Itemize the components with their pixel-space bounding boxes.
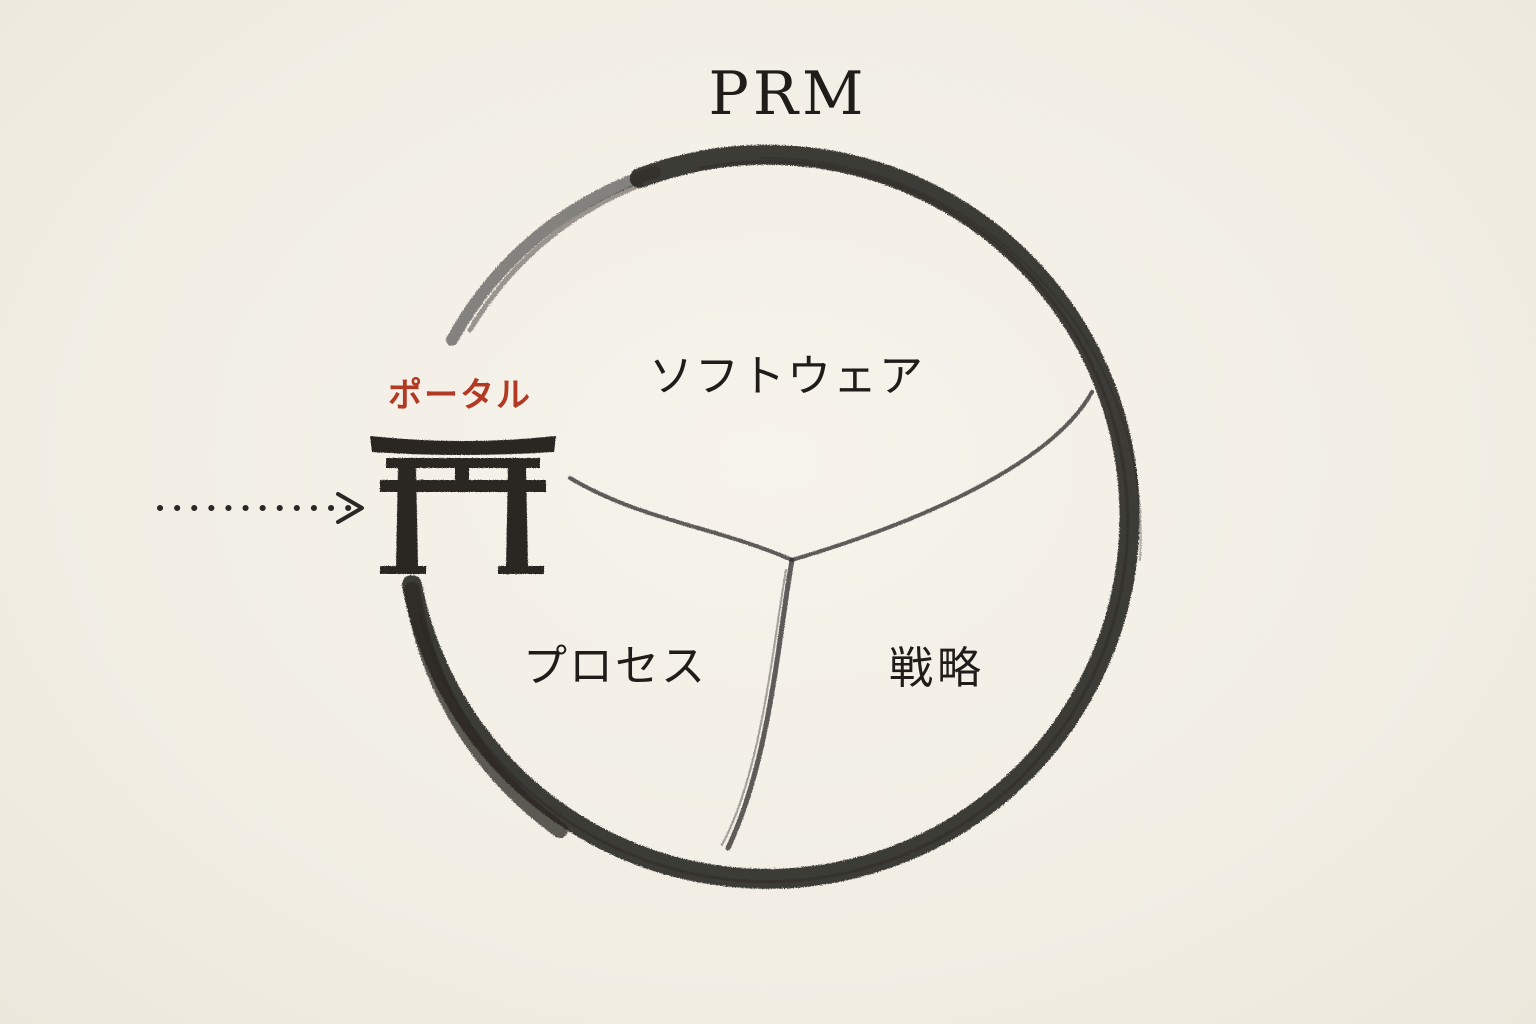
divider-bottom [725,557,795,851]
divider-left [568,476,794,562]
enso-dry-stroke-2 [467,182,643,333]
enso-lower-left-stroke [404,582,568,838]
enso-dry-stroke-1 [446,166,661,346]
torii-gate-icon [370,436,556,574]
torii-nuki [380,480,546,492]
segment-label-strategy: 戦略 [889,643,985,694]
torii-pillar-right [506,466,528,568]
segment-label-software: ソフトウェア [649,351,925,402]
enso-texture-stroke [418,160,1130,884]
dotted-arrow-head [336,492,364,524]
torii-base-right [498,566,544,574]
enso-circle [402,144,1142,889]
torii-shimaki [386,458,540,468]
torii-kasagi [370,436,556,455]
torii-pillar-left [396,466,418,568]
portal-label: ポータル [388,375,532,416]
page-title: PRM [708,59,868,129]
enso-outer-fray [759,156,1142,561]
divider-bottom-echo [721,569,787,846]
torii-gakuzuka [455,466,469,482]
divider-right [790,390,1094,562]
segment-label-process: プロセス [523,641,707,692]
segment-dividers [568,390,1094,851]
torii-base-left [380,566,426,574]
dotted-arrow-icon [157,492,364,524]
